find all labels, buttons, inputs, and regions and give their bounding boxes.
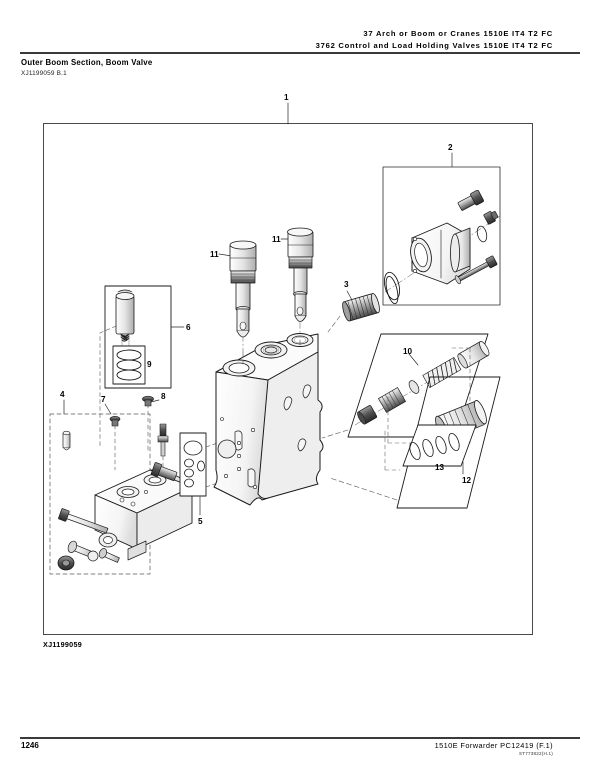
- callout-2: 2: [448, 143, 453, 152]
- footer-meta: 1510E Forwarder PC12419 (F.1) ST773822(H…: [435, 741, 553, 756]
- callout-8: 8: [161, 392, 166, 401]
- callout-9: 9: [147, 360, 152, 369]
- callout-7: 7: [101, 395, 106, 404]
- page-header: 37 Arch or Boom or Cranes 1510E IT4 T2 F…: [316, 28, 553, 51]
- diagram-frame: [43, 123, 533, 635]
- header-line-1: 37 Arch or Boom or Cranes 1510E IT4 T2 F…: [363, 29, 553, 38]
- header-rule: [20, 52, 580, 54]
- callout-11: 11: [210, 250, 219, 259]
- page-number: 1246: [21, 741, 39, 750]
- callout-13: 13: [435, 463, 445, 472]
- footer-code: ST773822(H.1): [518, 751, 553, 756]
- callout-5: 5: [198, 517, 203, 526]
- callout-10: 10: [403, 347, 413, 356]
- footer-rule: [20, 737, 580, 739]
- callout-12: 12: [462, 476, 472, 485]
- figure-caption: XJ1199059: [43, 640, 83, 649]
- callout-6: 6: [186, 323, 191, 332]
- page-title: Outer Boom Section, Boom Valve: [21, 58, 153, 67]
- document-reference-id: XJ1199059 B.1: [21, 70, 67, 77]
- footer-model: 1510E Forwarder PC12419 (F.1): [434, 741, 553, 750]
- callout-3: 3: [344, 280, 349, 289]
- callout-1: 1: [284, 93, 289, 102]
- callout-4: 4: [60, 390, 65, 399]
- callout-11b: 11: [272, 235, 281, 244]
- header-line-2: 3762 Control and Load Holding Valves 151…: [315, 40, 553, 50]
